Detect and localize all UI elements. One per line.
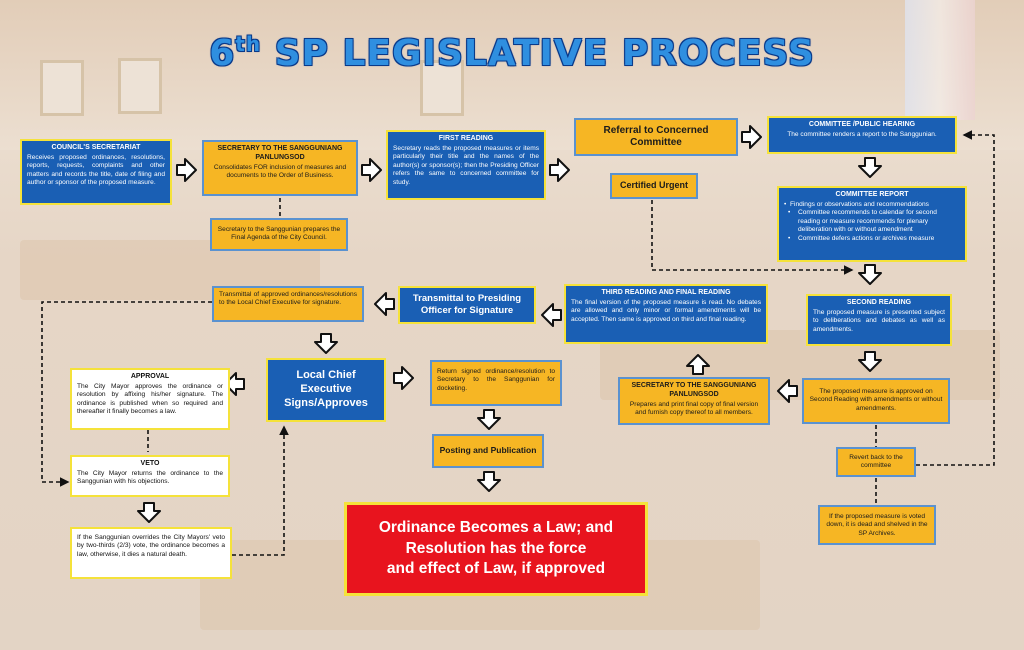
box-third-reading: THIRD READING AND FINAL READING The fina… (564, 284, 768, 344)
arrow-left-icon (224, 372, 245, 396)
box-ordinance-becomes-law: Ordinance Becomes a Law; and Resolution … (344, 502, 648, 596)
background-portrait (420, 60, 464, 116)
arrow-right-icon (549, 158, 570, 182)
box-veto-override: If the Sanggunian overrides the City May… (70, 527, 232, 579)
box-referral-committee: Referral to Concerned Committee (574, 118, 738, 156)
arrow-right-icon (361, 158, 382, 182)
arrow-down-icon (858, 157, 882, 178)
box-secretary-final-copy: SECRETARY TO THE SANGGUNIANG PANLUNGSOD … (618, 377, 770, 425)
box-committee-report: COMMITTEE REPORT Findings or observation… (777, 186, 967, 262)
box-second-reading: SECOND READING The proposed measure is p… (806, 294, 952, 346)
box-transmittal-presiding-officer: Transmittal to Presiding Officer for Sig… (398, 286, 536, 324)
arrow-right-icon (176, 158, 197, 182)
box-voted-down: If the proposed measure is voted down, i… (818, 505, 936, 545)
list-item: Committee recommends to calendar for sec… (784, 209, 960, 234)
arrow-down-icon (477, 471, 501, 492)
list-item: Findings or observations and recommendat… (784, 201, 960, 210)
box-revert-committee: Revert back to the committee (836, 447, 916, 477)
arrow-down-icon (137, 502, 161, 523)
box-return-signed: Return signed ordinance/resolution to Se… (430, 360, 562, 406)
arrow-down-icon (858, 264, 882, 285)
page-title: 6th SP LEGISLATIVE PROCESS (209, 32, 815, 74)
arrow-left-icon (777, 379, 798, 403)
box-secretary-consolidates: SECRETARY TO THE SANGGUNIANG PANLUNGSOD … (202, 140, 358, 196)
box-certified-urgent: Certified Urgent (610, 173, 698, 199)
arrow-down-icon (477, 409, 501, 430)
box-approved-second-reading: The proposed measure is approved on Seco… (802, 378, 950, 424)
box-approval: APPROVAL The City Mayor approves the ord… (70, 368, 230, 430)
box-local-chief-executive: Local Chief Executive Signs/Approves (266, 358, 386, 422)
arrow-down-icon (314, 333, 338, 354)
box-posting-publication: Posting and Publication (432, 434, 544, 468)
box-committee-public-hearing: COMMITTEE /PUBLIC HEARING The committee … (767, 116, 957, 154)
arrow-right-icon (741, 125, 762, 149)
arrow-right-icon (393, 366, 414, 390)
background-portrait (40, 60, 84, 116)
box-councils-secretariat: COUNCIL'S SECRETARIAT Receives proposed … (20, 139, 172, 205)
box-veto: VETO The City Mayor returns the ordinanc… (70, 455, 230, 497)
arrow-left-icon (374, 292, 395, 316)
box-transmittal-lce: Transmittal of approved ordinances/resol… (212, 286, 364, 322)
arrow-left-icon (541, 303, 562, 327)
background-flag (905, 0, 975, 120)
box-first-reading: FIRST READING Secretary reads the propos… (386, 130, 546, 200)
arrow-up-icon (686, 354, 710, 375)
background-portrait (118, 58, 162, 114)
arrow-down-icon (858, 351, 882, 372)
list-item: Committee defers actions or archives mea… (784, 235, 960, 244)
box-secretary-final-agenda: Secretary to the Sanggunian prepares the… (210, 218, 348, 251)
